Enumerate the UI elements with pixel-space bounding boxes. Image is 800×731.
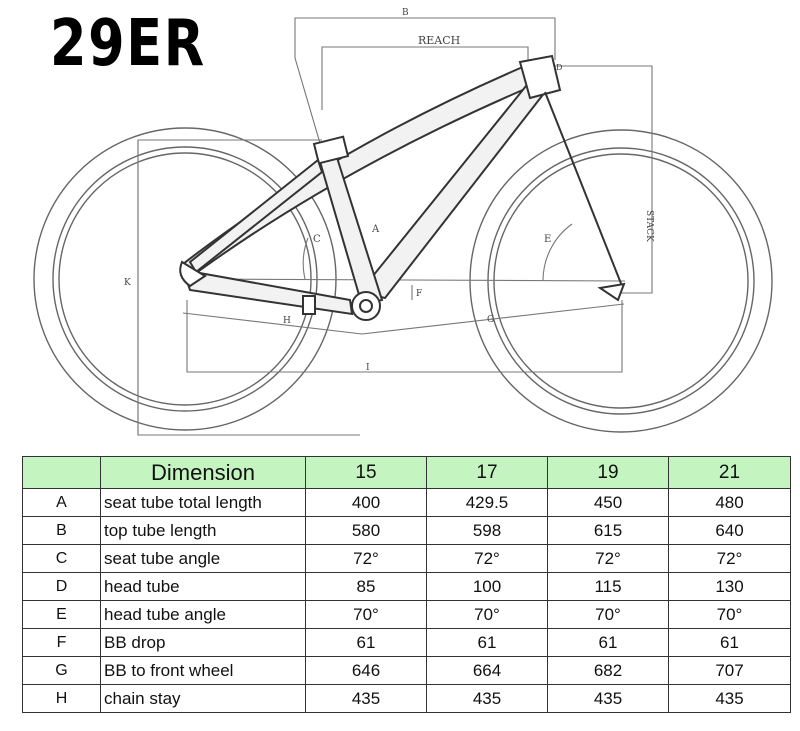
table-row: H chain stay 435 435 435 435 xyxy=(22,684,791,713)
label-c: C xyxy=(313,234,321,245)
row-letter: C xyxy=(22,544,101,573)
label-f: F xyxy=(416,289,422,299)
row-value: 429.5 xyxy=(426,488,548,517)
header-size: 15 xyxy=(305,456,427,489)
row-value: 615 xyxy=(547,516,669,545)
row-value: 61 xyxy=(305,628,427,657)
header-size: 17 xyxy=(426,456,548,489)
row-value: 480 xyxy=(668,488,791,517)
dim-g-line xyxy=(361,303,625,335)
row-value: 640 xyxy=(668,516,791,545)
angle-c-arc xyxy=(302,237,309,280)
table-row: B top tube length 580 598 615 640 xyxy=(22,516,791,545)
row-value: 72° xyxy=(305,544,427,573)
row-label: BB to front wheel xyxy=(100,656,306,685)
label-a: A xyxy=(371,224,380,235)
fork xyxy=(544,91,623,287)
row-letter: H xyxy=(22,684,101,713)
table-row: D head tube 85 100 115 130 xyxy=(22,572,791,601)
header-dimension: Dimension xyxy=(100,456,306,489)
row-value: 435 xyxy=(305,684,427,713)
rear-wheel-rim xyxy=(52,146,318,412)
bb-axle-line xyxy=(189,278,626,282)
row-value: 450 xyxy=(547,488,669,517)
row-label: chain stay xyxy=(100,684,306,713)
dim-i-line xyxy=(186,300,623,373)
chain-stay xyxy=(181,268,354,316)
table-row: C seat tube angle 72° 72° 72° 72° xyxy=(22,544,791,573)
rear-wheel-rim-inner xyxy=(58,152,312,406)
seat-stay xyxy=(188,158,324,274)
angle-e-arc xyxy=(542,223,573,282)
table-row: A seat tube total length 400 429.5 450 4… xyxy=(22,488,791,517)
table-row: G BB to front wheel 646 664 682 707 xyxy=(22,656,791,685)
row-value: 707 xyxy=(668,656,791,685)
row-value: 61 xyxy=(668,628,791,657)
row-label: seat tube angle xyxy=(100,544,306,573)
row-letter: D xyxy=(22,572,101,601)
header-corner xyxy=(22,456,101,489)
front-wheel xyxy=(469,129,773,433)
row-label: head tube xyxy=(100,572,306,601)
row-letter: B xyxy=(22,516,101,545)
row-value: 435 xyxy=(426,684,548,713)
row-letter: F xyxy=(22,628,101,657)
row-letter: E xyxy=(22,600,101,629)
row-value: 100 xyxy=(426,572,548,601)
rear-dropout xyxy=(179,260,207,288)
row-value: 598 xyxy=(426,516,548,545)
row-value: 72° xyxy=(547,544,669,573)
head-tube xyxy=(518,54,562,100)
label-d: D xyxy=(556,63,562,72)
row-value: 61 xyxy=(547,628,669,657)
label-b: B xyxy=(402,8,409,18)
page-title: 29ER xyxy=(50,7,206,81)
header-size: 19 xyxy=(547,456,669,489)
row-value: 580 xyxy=(305,516,427,545)
dim-h-line xyxy=(182,312,363,335)
bike-frame-diagram: B REACH STACK A C E F G H I K D xyxy=(33,8,773,436)
geometry-table: Dimension 15 17 19 21 A seat tube total … xyxy=(22,456,791,713)
row-value: 400 xyxy=(305,488,427,517)
front-wheel-rim-inner xyxy=(493,153,749,409)
row-value: 72° xyxy=(668,544,791,573)
row-value: 70° xyxy=(668,600,791,629)
row-label: head tube angle xyxy=(100,600,306,629)
dim-reach-line xyxy=(321,46,529,110)
row-label: BB drop xyxy=(100,628,306,657)
label-h: H xyxy=(283,316,291,326)
label-stack: STACK xyxy=(644,210,654,242)
front-wheel-rim xyxy=(487,147,755,415)
label-k: K xyxy=(124,278,131,288)
table-header-row: Dimension 15 17 19 21 xyxy=(22,456,791,489)
row-value: 70° xyxy=(426,600,548,629)
row-value: 70° xyxy=(305,600,427,629)
row-value: 435 xyxy=(668,684,791,713)
label-g: G xyxy=(487,315,494,325)
row-value: 70° xyxy=(547,600,669,629)
row-letter: A xyxy=(22,488,101,517)
bottom-bracket xyxy=(351,291,381,321)
row-value: 682 xyxy=(547,656,669,685)
table-row: E head tube angle 70° 70° 70° 70° xyxy=(22,600,791,629)
row-value: 61 xyxy=(426,628,548,657)
label-reach: REACH xyxy=(418,34,460,47)
header-size: 21 xyxy=(668,456,791,489)
row-value: 72° xyxy=(426,544,548,573)
dim-b-line xyxy=(294,17,556,60)
table-row: F BB drop 61 61 61 61 xyxy=(22,628,791,657)
rear-wheel xyxy=(33,127,337,431)
row-value: 435 xyxy=(547,684,669,713)
row-value: 646 xyxy=(305,656,427,685)
row-label: top tube length xyxy=(100,516,306,545)
row-label: seat tube total length xyxy=(100,488,306,517)
row-value: 664 xyxy=(426,656,548,685)
dim-stack-line xyxy=(555,65,653,294)
row-value: 130 xyxy=(668,572,791,601)
label-i: I xyxy=(366,363,370,373)
label-e: E xyxy=(544,234,551,245)
row-value: 85 xyxy=(305,572,427,601)
row-letter: G xyxy=(22,656,101,685)
row-value: 115 xyxy=(547,572,669,601)
